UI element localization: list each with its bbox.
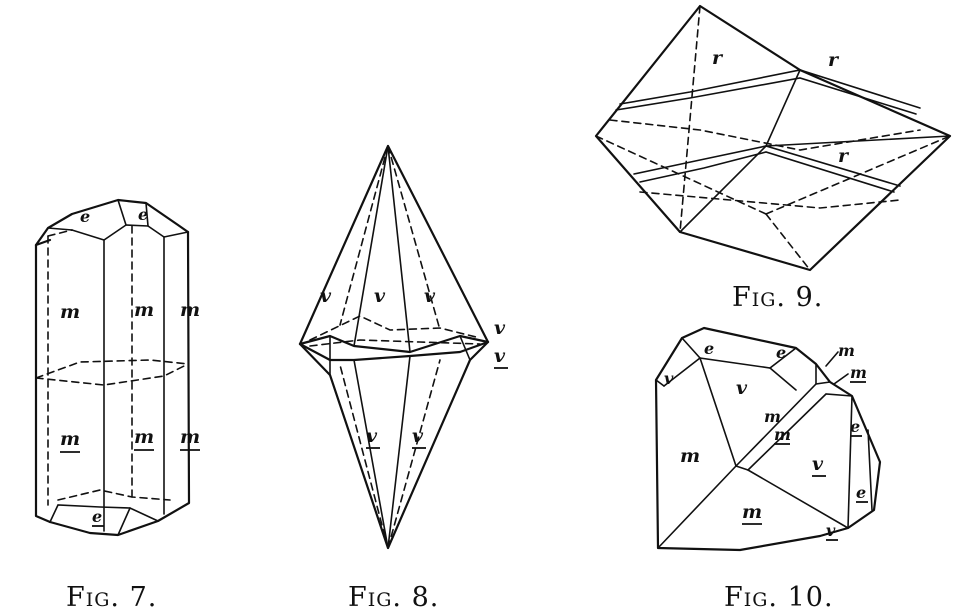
fig8-hidden-lower-2	[387, 359, 441, 549]
fig9-rhombohedral-crystal: r r r Fig. 9.	[594, 4, 952, 313]
fig9-band-2a	[633, 145, 901, 187]
fig7-label-m-lower-2: m	[134, 426, 154, 448]
fig8-girdle-lower	[298, 340, 490, 362]
fig10-label-v-bottom: v	[826, 521, 836, 540]
fig9-edge-front-left	[679, 145, 767, 233]
fig10-caption: Fig. 10.	[724, 582, 834, 613]
fig8-hidden-upper-2	[387, 145, 441, 331]
fig10-outline	[654, 326, 882, 552]
fig8-caption: Fig. 8.	[348, 582, 439, 613]
fig8-upper-edge-2	[387, 145, 411, 353]
fig9-label-r-top-right: r	[828, 49, 840, 71]
fig10-top-e-ridge	[681, 337, 797, 369]
fig9-hidden-2	[765, 135, 951, 215]
fig10-v-face-edge	[699, 357, 737, 467]
fig10-label-e-right: e	[850, 417, 860, 436]
fig10-right-edge-2	[867, 429, 873, 511]
fig8-lower-edge-1	[353, 359, 389, 549]
fig9-band-1a	[619, 69, 921, 109]
fig7-hidden-bottom	[57, 489, 171, 501]
fig10-right-edge-1	[847, 395, 853, 529]
fig10-label-m-top-right-2: m	[850, 363, 867, 382]
fig10-bottom-v	[819, 527, 849, 537]
fig10-label-m-bottom: m	[742, 501, 762, 523]
fig9-edge-front-right	[765, 135, 951, 147]
fig10-leader-m-1	[825, 351, 839, 367]
fig9-edge-top-mid	[765, 69, 801, 147]
fig7-top-ridge-2	[145, 202, 149, 227]
fig9-hidden-band-1	[609, 119, 921, 151]
fig8-lower-edge-2	[387, 355, 411, 549]
fig8-hidden-girdle-2	[309, 339, 481, 347]
fig8-bipyramid-crystal: v v v v v v v Fig. 8.	[298, 144, 508, 613]
fig9-label-r-middle: r	[838, 145, 850, 167]
fig7-hidden-mid-1	[35, 359, 189, 379]
fig7-label-m-lower-3: m	[180, 426, 200, 448]
fig10-channel-2	[747, 393, 853, 471]
fig10-label-e-bottom-right: e	[856, 483, 866, 502]
fig8-girdle-upper	[298, 334, 490, 354]
fig10-top-left-edge	[663, 357, 701, 387]
fig7-outline-right	[48, 230, 191, 537]
fig7-outline-top	[34, 198, 190, 247]
fig8-girdle-notch-2	[459, 335, 471, 361]
fig10-label-m-top-right-1: m	[838, 341, 855, 360]
fig9-band-2b	[639, 151, 895, 193]
fig8-label-v-upper-1: v	[320, 285, 332, 307]
fig7-bottom-ridge	[117, 507, 131, 536]
fig7-prismatic-crystal: e e m m m m m m e Fig. 7.	[34, 198, 200, 613]
fig10-m-boundary	[657, 465, 737, 549]
fig7-label-m-upper-3: m	[180, 299, 200, 321]
fig7-caption: Fig. 7.	[66, 582, 157, 613]
fig9-hidden-3	[765, 213, 811, 271]
fig9-caption: Fig. 9.	[732, 282, 823, 313]
fig7-label-m-upper-1: m	[60, 301, 80, 323]
fig7-hidden-mid-2	[35, 363, 189, 386]
fig7-outline-left	[34, 238, 52, 524]
fig8-hidden-upper-1	[339, 145, 389, 326]
fig8-label-v-lower-2: v	[412, 425, 424, 447]
fig7-top-ridge	[117, 199, 127, 226]
fig10-label-v-upper: v	[736, 377, 748, 399]
fig9-hidden-band-2	[639, 191, 901, 209]
fig7-label-e-bottom: e	[92, 507, 102, 526]
fig10-leader-m-2	[833, 373, 849, 385]
fig9-hidden-1	[595, 135, 767, 215]
fig7-bottom-e	[49, 504, 159, 523]
fig8-label-v-right-lower: v	[494, 345, 506, 367]
fig10-v-left-edge	[655, 379, 665, 387]
fig7-label-m-upper-2: m	[134, 299, 154, 321]
fig10-label-m-left: m	[680, 445, 700, 467]
fig10-twinned-crystal: e e v v m m m m e m v m e v Fig. 10.	[654, 326, 882, 613]
fig8-label-v-right-upper: v	[494, 317, 506, 339]
fig10-label-m-channel-1: m	[764, 407, 781, 426]
fig9-label-r-top-left: r	[712, 47, 724, 69]
fig8-label-v-upper-3: v	[424, 285, 436, 307]
fig10-channel-3	[735, 465, 749, 471]
fig8-upper-edge-1	[353, 145, 389, 347]
fig10-lower-ridge	[747, 469, 849, 529]
fig9-hidden-4	[679, 5, 701, 233]
fig7-label-e-top-left: e	[80, 207, 90, 226]
fig7-label-e-top-right: e	[138, 205, 148, 224]
fig8-hidden-girdle	[309, 315, 481, 341]
fig9-band-1b	[615, 77, 917, 115]
fig10-label-v-left-edge: v	[664, 369, 674, 388]
fig10-label-e-top-1: e	[704, 339, 714, 358]
fig8-label-v-upper-2: v	[374, 285, 386, 307]
fig7-top-ridge-3	[163, 231, 189, 238]
fig10-label-v-lower: v	[812, 453, 824, 475]
fig10-v-face-right	[769, 367, 797, 391]
fig8-hidden-lower-1	[339, 364, 389, 549]
fig7-top-e-left	[47, 224, 165, 241]
fig7-hidden-top	[47, 229, 73, 237]
fig8-label-v-lower-1: v	[366, 425, 378, 447]
fig7-label-m-lower-1: m	[60, 428, 80, 450]
fig10-label-m-channel-2: m	[774, 425, 791, 444]
fig9-outline	[594, 4, 952, 272]
fig10-label-e-top-2: e	[776, 343, 786, 362]
